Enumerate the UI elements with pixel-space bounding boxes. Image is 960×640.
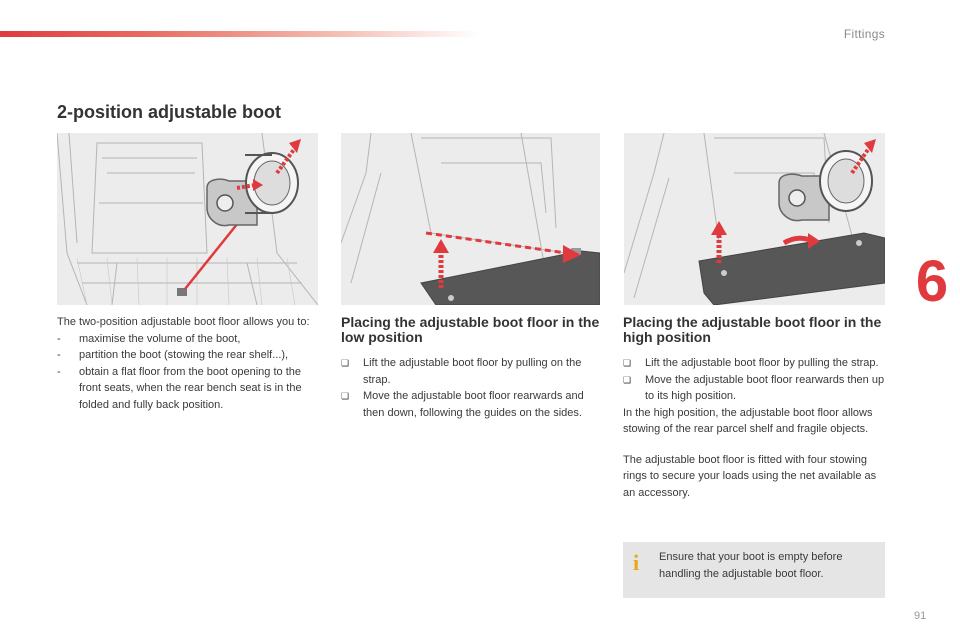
step-text: Lift the adjustable boot floor by pullin… (363, 357, 582, 386)
list-item: - maximise the volume of the boot, (57, 331, 319, 348)
page-number: 91 (914, 610, 927, 622)
step-text: Move the adjustable boot floor rearwards… (363, 390, 584, 419)
list-marker: - (57, 332, 61, 345)
section-name: Fittings (843, 27, 885, 41)
low-position-illustration (341, 133, 600, 305)
step-marker-icon: ❏ (341, 391, 350, 401)
step-marker-icon: ❏ (623, 374, 632, 385)
info-box: i Ensure that your boot is empty before … (623, 542, 885, 598)
stowing-rings-note: The adjustable boot floor is fitted with… (623, 453, 877, 499)
step-marker-icon: ❏ (341, 358, 350, 368)
high-position-heading: Placing the adjustable boot floor in the… (623, 314, 882, 345)
chapter-number: 6 (915, 249, 949, 314)
list-marker: - (57, 349, 61, 361)
intro-text: The two-position adjustable boot floor a… (57, 316, 310, 328)
list-item: - partition the boot (stowing the rear s… (57, 347, 319, 364)
step-item: ❏ Move the adjustable boot floor rearwar… (341, 388, 603, 421)
step-item: ❏ Lift the adjustable boot floor by pull… (341, 355, 603, 388)
list-item-text: obtain a flat floor from the boot openin… (79, 365, 302, 411)
list-item-text: partition the boot (stowing the rear she… (79, 349, 289, 361)
info-icon: i (633, 550, 640, 575)
high-position-section: Placing the adjustable boot floor in the… (623, 315, 888, 501)
list-item-text: maximise the volume of the boot, (79, 332, 241, 345)
intro-section: The two-position adjustable boot floor a… (57, 314, 319, 413)
header-accent-bar (0, 31, 480, 37)
list-item: - obtain a flat floor from the boot open… (57, 364, 319, 414)
info-text: Ensure that your boot is empty before ha… (659, 551, 843, 580)
page-title: 2-position adjustable boot (57, 102, 281, 122)
step-text: Move the adjustable boot floor rearwards… (645, 373, 885, 403)
high-position-illustration (624, 133, 885, 305)
step-item: ❏ Move the adjustable boot floor rearwar… (623, 372, 888, 405)
high-position-note: In the high position, the adjustable boo… (623, 406, 873, 436)
list-marker: - (57, 365, 61, 378)
step-item: ❏ Lift the adjustable boot floor by pull… (623, 355, 888, 372)
low-position-heading: Placing the adjustable boot floor in the… (341, 314, 600, 345)
low-position-section: Placing the adjustable boot floor in the… (341, 315, 603, 421)
boot-with-grip-illustration (57, 133, 318, 305)
step-text: Lift the adjustable boot floor by pullin… (645, 357, 879, 369)
step-marker-icon: ❏ (623, 358, 632, 368)
